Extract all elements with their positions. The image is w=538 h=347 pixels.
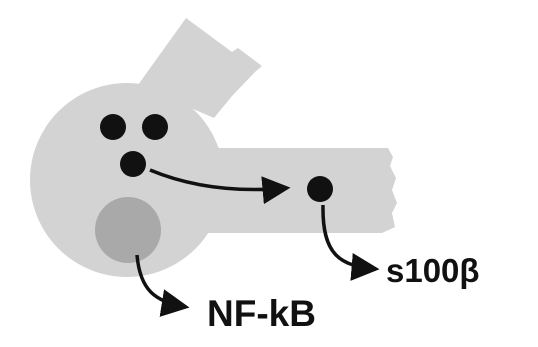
vesicle-transport-arrow xyxy=(149,168,291,205)
cell-soma xyxy=(30,83,224,277)
released-vesicle xyxy=(307,176,333,202)
nuclear-signal-arrow xyxy=(135,254,190,317)
nucleus xyxy=(95,197,161,263)
glial-cell xyxy=(30,18,397,277)
secretion-arrow xyxy=(321,204,380,281)
nf-kb-label: NF-kB xyxy=(207,293,316,334)
vesicle xyxy=(100,114,126,140)
vesicle xyxy=(120,151,146,177)
vesicle xyxy=(142,114,168,140)
s100b-label: s100β xyxy=(386,252,480,289)
vesicle-cluster xyxy=(100,114,333,202)
